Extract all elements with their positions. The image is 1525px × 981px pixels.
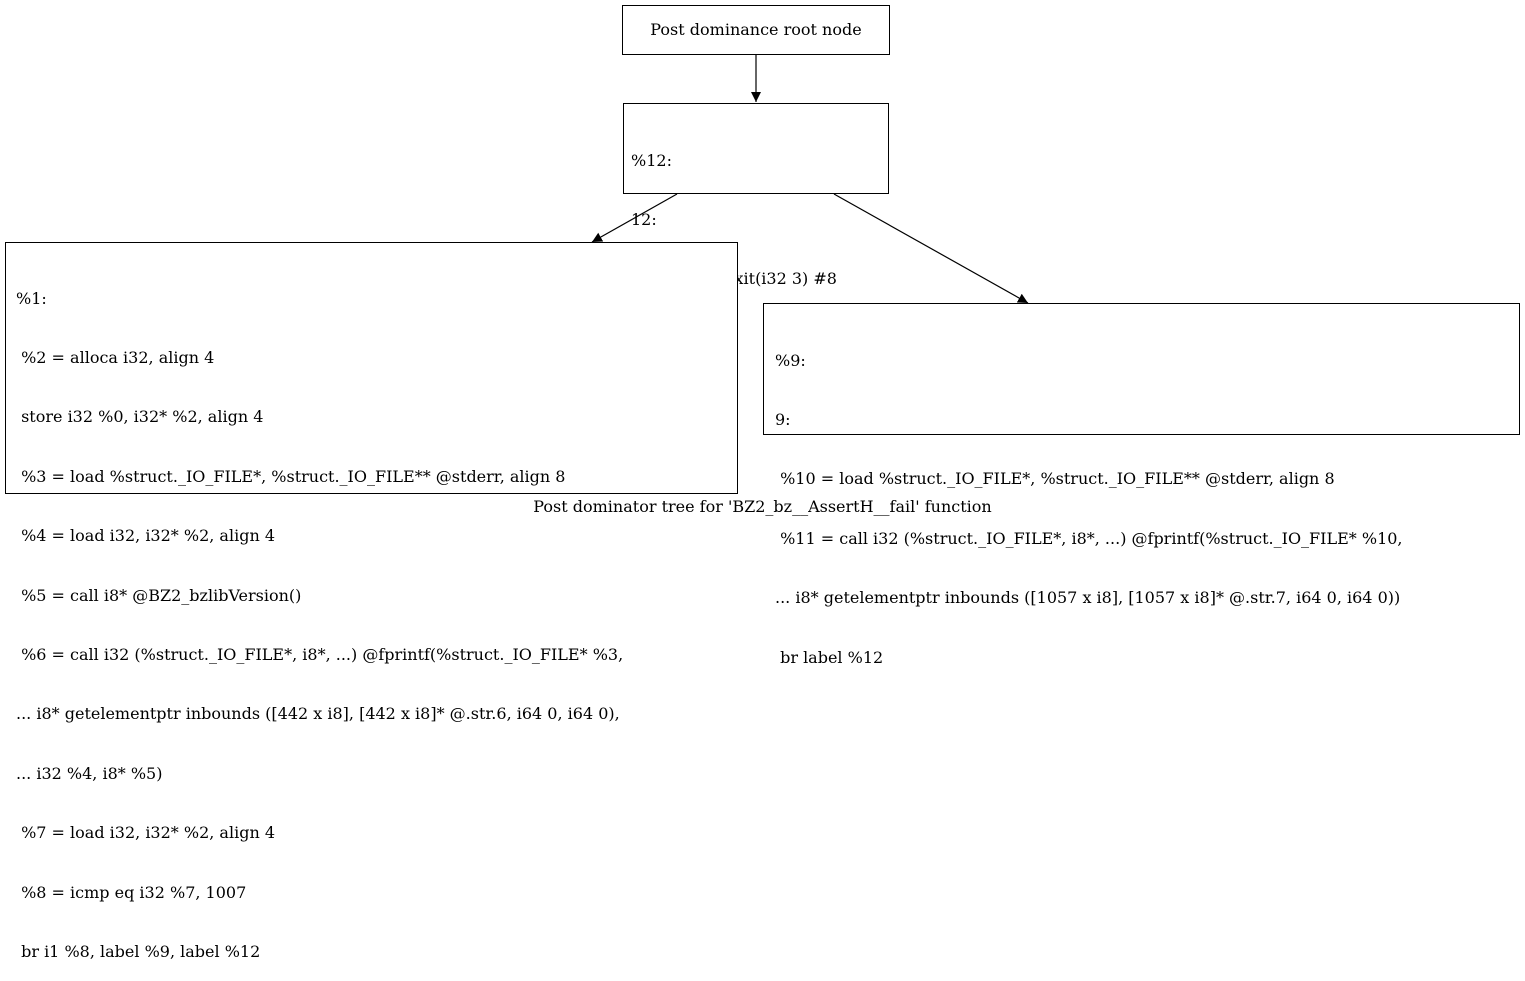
- node-1-line: %8 = icmp eq i32 %7, 1007: [16, 882, 247, 902]
- node-1-line: %3 = load %struct._IO_FILE*, %struct._IO…: [16, 466, 566, 486]
- root-node-label: Post dominance root node: [650, 20, 862, 40]
- node-1-line: %4 = load i32, i32* %2, align 4: [16, 526, 276, 546]
- node-1: %1: %2 = alloca i32, align 4 store i32 %…: [5, 242, 738, 961]
- edge-node-12-to-node-9: [833, 193, 1029, 304]
- edge-node-12-to-node-1: [591, 193, 678, 243]
- node-12-line: 12:: [631, 209, 657, 229]
- node-1-line: %6 = call i32 (%struct._IO_FILE*, i8*, .…: [16, 644, 624, 664]
- post-dominance-root-node: Post dominance root node: [622, 5, 890, 55]
- node-9: %9: 9: %10 = load %struct._IO_FILE*, %st…: [763, 303, 1520, 667]
- node-12-line: %12:: [631, 150, 672, 170]
- node-9-line: %9:: [775, 350, 806, 370]
- node-9-line: 9:: [775, 409, 791, 429]
- node-1-line: %2 = alloca i32, align 4: [16, 347, 215, 367]
- node-1-line: ... i32 %4, i8* %5): [16, 763, 163, 783]
- node-9-line: %11 = call i32 (%struct._IO_FILE*, i8*, …: [775, 528, 1403, 548]
- node-9-line: br label %12: [775, 647, 884, 667]
- node-12: %12: 12: call void @exit(i32 3) #8 unrea…: [623, 103, 889, 348]
- node-1-line: store i32 %0, i32* %2, align 4: [16, 407, 264, 427]
- node-1-line: %5 = call i8* @BZ2_bzlibVersion(): [16, 585, 302, 605]
- graph-caption: Post dominator tree for 'BZ2_bz__AssertH…: [533, 497, 992, 516]
- edges-layer: [591, 55, 1029, 304]
- node-1-line: %1:: [16, 288, 47, 308]
- node-1-line: %7 = load i32, i32* %2, align 4: [16, 823, 276, 843]
- node-1-line: ... i8* getelementptr inbounds ([442 x i…: [16, 704, 620, 724]
- node-9-line: %10 = load %struct._IO_FILE*, %struct._I…: [775, 469, 1335, 489]
- node-9-line: ... i8* getelementptr inbounds ([1057 x …: [775, 588, 1401, 608]
- node-1-line: br i1 %8, label %9, label %12: [16, 941, 261, 961]
